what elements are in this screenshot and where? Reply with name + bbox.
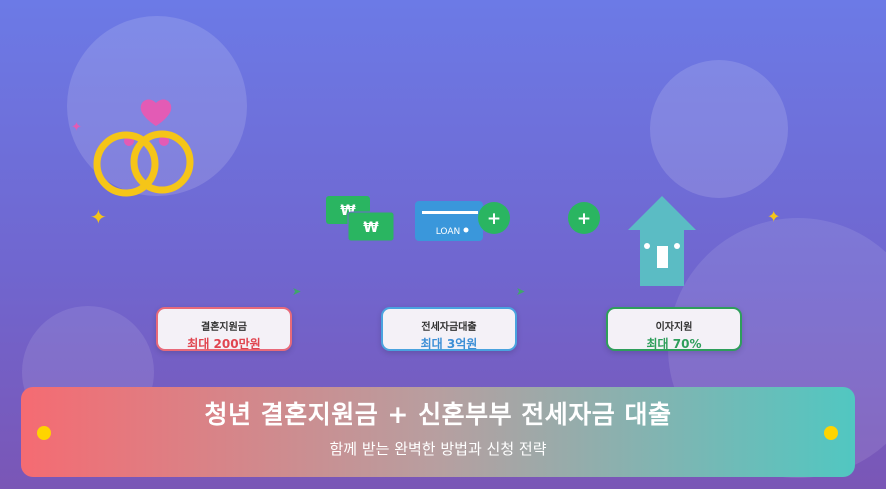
loan-card-text: LOAN (436, 227, 461, 237)
plus-icon: + (478, 202, 510, 234)
sparkle-icon: ✦ (90, 205, 107, 229)
sparkle-icon: ✦ (71, 120, 82, 135)
benefit-card-interest: 이자지원 최대 70% (606, 307, 742, 351)
money-bills-icon: ₩ ₩ (326, 196, 395, 242)
loan-card-icon: LOAN (415, 201, 483, 241)
plus-icon: + (568, 202, 600, 234)
money-symbol: ₩ (363, 220, 379, 236)
arrow-right-icon: ➤ (292, 285, 302, 298)
plus-symbol: + (487, 209, 501, 229)
arrow-right-icon: ➤ (516, 285, 526, 298)
card-value: 최대 70% (646, 337, 702, 351)
wedding-rings-icon (93, 99, 194, 197)
card-label: 이자지원 (655, 322, 693, 333)
card-label: 결혼지원금 (201, 322, 247, 333)
title-banner: 청년 결혼지원금 + 신혼부부 전세자금 대출 함께 받는 완벽한 방법과 신청… (21, 387, 855, 477)
sparkle-icon: ✦ (767, 207, 781, 226)
card-label: 전세자금대출 (421, 322, 477, 333)
house-icon (628, 196, 696, 286)
decorative-dot (37, 426, 51, 440)
card-value: 최대 3억원 (420, 337, 478, 351)
benefit-card-marriage: 결혼지원금 최대 200만원 (156, 307, 292, 351)
benefit-card-jeonse-loan: 전세자금대출 최대 3억원 (381, 307, 517, 351)
banner-subtitle: 함께 받는 완벽한 방법과 신청 전략 (329, 440, 547, 458)
banner-title: 청년 결혼지원금 + 신혼부부 전세자금 대출 (204, 400, 672, 429)
decorative-bubble (650, 60, 788, 198)
plus-symbol: + (577, 209, 591, 229)
decorative-dot (824, 426, 838, 440)
card-value: 최대 200만원 (187, 337, 261, 351)
